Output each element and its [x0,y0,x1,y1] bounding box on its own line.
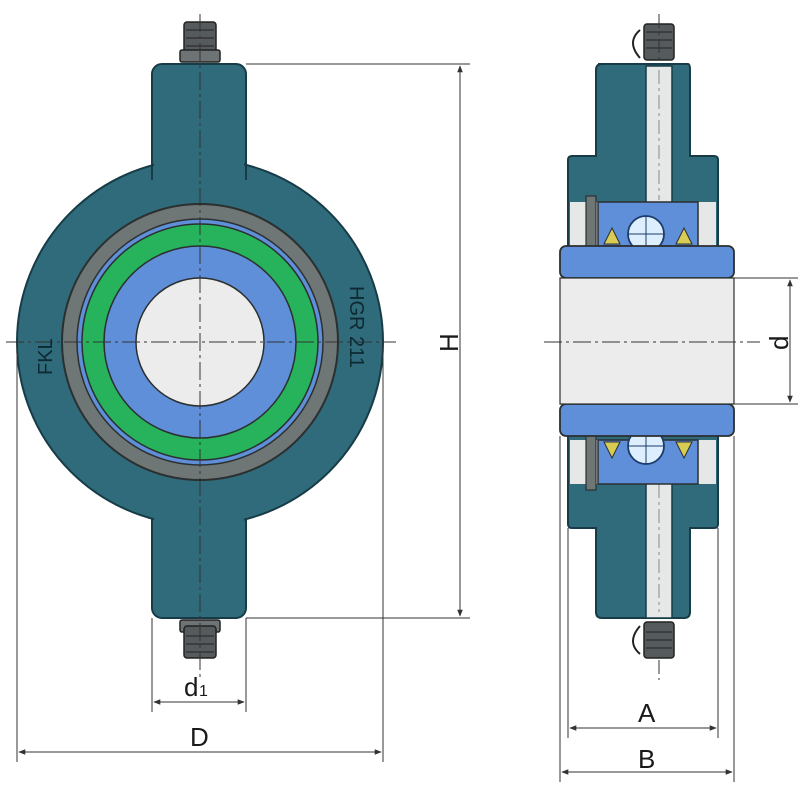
dim-A-label: A [638,698,656,728]
grease-nipple-icon [632,621,675,659]
side-bore [559,277,735,405]
side-dimensions [559,277,798,782]
dim-D-label: D [190,722,209,752]
front-view: FKL HGR 211 [6,14,396,680]
dim-d1-label: d [184,672,198,702]
dim-H-label: H [434,333,464,352]
side-inner-ring-bottom [559,403,735,437]
side-inner-ring-top [559,245,735,279]
dim-B-label: B [638,744,655,774]
front-dimensions [16,63,470,762]
dim-d1-subscript: 1 [199,683,208,700]
grease-nipple-icon [632,23,675,61]
engraving-right: HGR 211 [345,286,367,368]
engraving-left: FKL [35,338,57,375]
dim-d-label: d [764,336,794,350]
side-view [544,14,760,680]
